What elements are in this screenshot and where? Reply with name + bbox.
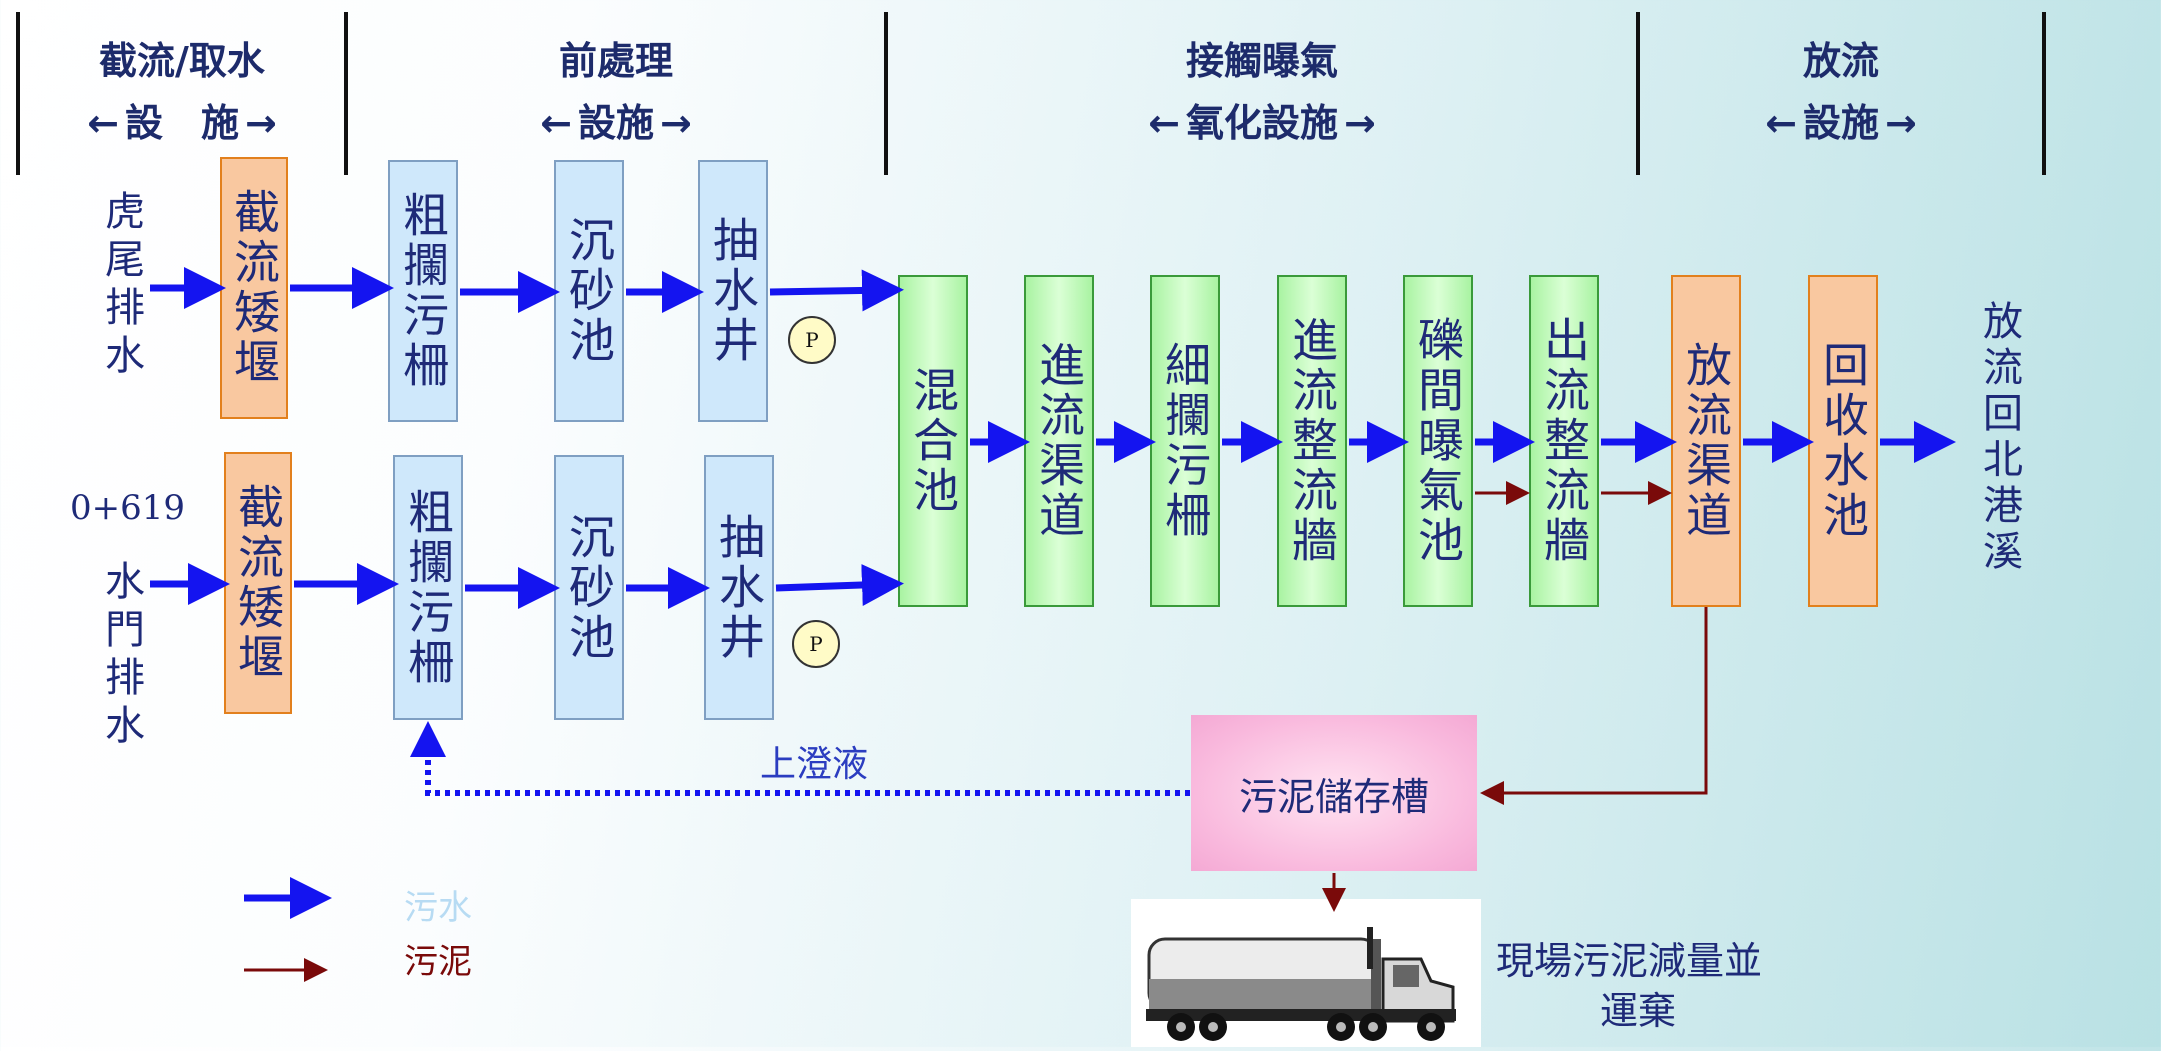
section-separator (344, 12, 348, 175)
pump-icon: P (792, 620, 840, 668)
supernatant-label: 上澄液 (760, 744, 869, 785)
sludge-truck-image (1131, 899, 1481, 1047)
pump-well-2: 抽水井 (704, 455, 774, 720)
flow-arrow (775, 563, 904, 606)
arrow-right-icon: → (1344, 101, 1376, 145)
discharge-to-river: 放流回北港溪 (1976, 300, 2022, 576)
arrow-left-icon: ← (1148, 101, 1180, 145)
header-aeration: 接觸曝氣 ←氧化設施→ (888, 30, 1636, 154)
header-intake-title: 截流/取水 (99, 39, 265, 83)
source-gate-drain: 水門排水 (98, 560, 144, 752)
arrow-right-icon: → (660, 101, 692, 145)
grit-chamber-1: 沉砂池 (554, 160, 624, 422)
sludge-storage-tank: 污泥儲存槽 (1191, 715, 1477, 871)
arrow-left-icon: ← (87, 101, 119, 145)
section-separator (16, 12, 20, 175)
arrow-left-icon: ← (1765, 101, 1797, 145)
header-aeration-sub: 氧化設施 (1185, 101, 1338, 145)
legend-sewage-label: 污水 (404, 888, 472, 928)
arrow-left-icon: ← (540, 101, 572, 145)
header-pretreatment-title: 前處理 (558, 39, 673, 83)
header-intake-sub: 設 施 (124, 101, 239, 145)
legend-sludge-label: 污泥 (404, 942, 472, 982)
header-pretreatment: 前處理 ←設施→ (348, 30, 884, 154)
source-huwei-drain: 虎尾排水 (98, 190, 144, 382)
disposal-text-line2: 運棄 (1600, 989, 1677, 1033)
arrow-right-icon: → (245, 101, 277, 145)
pump-icon: P (788, 316, 836, 364)
sludge-return-line (1480, 607, 1708, 805)
fine-screen: 細攔污柵 (1150, 275, 1220, 607)
header-discharge-title: 放流 (1802, 39, 1879, 83)
arrow-right-icon: → (1885, 101, 1917, 145)
header-aeration-title: 接觸曝氣 (1185, 39, 1338, 83)
gravel-aeration-tank: 礫間曝氣池 (1403, 275, 1473, 607)
inlet-baffle-wall: 進流整流牆 (1277, 275, 1347, 607)
section-separator (884, 12, 888, 175)
source-station-label: 0+619 (70, 488, 186, 528)
header-pretreatment-sub: 設施 (577, 101, 654, 145)
pump-well-1: 抽水井 (698, 160, 768, 422)
section-separator (1636, 12, 1640, 175)
interception-weir-1: 截流矮堰 (220, 157, 288, 419)
recovery-tank: 回收水池 (1808, 275, 1878, 607)
sludge-tank-label: 污泥儲存槽 (1238, 774, 1429, 819)
section-separator (2042, 12, 2046, 175)
flow-arrow (769, 269, 904, 312)
header-intake: 截流/取水 ←設 施→ (20, 30, 344, 154)
mixing-tank: 混合池 (898, 275, 968, 607)
disposal-text-line1: 現場污泥減量並 (1496, 939, 1763, 983)
outlet-baffle-wall: 出流整流牆 (1529, 275, 1599, 607)
coarse-screen-2: 粗攔污柵 (393, 455, 463, 720)
header-discharge: 放流 ←設施→ (1640, 30, 2042, 154)
grit-chamber-2: 沉砂池 (554, 455, 624, 720)
header-discharge-sub: 設施 (1802, 101, 1879, 145)
supernatant-return-line (410, 721, 1190, 796)
